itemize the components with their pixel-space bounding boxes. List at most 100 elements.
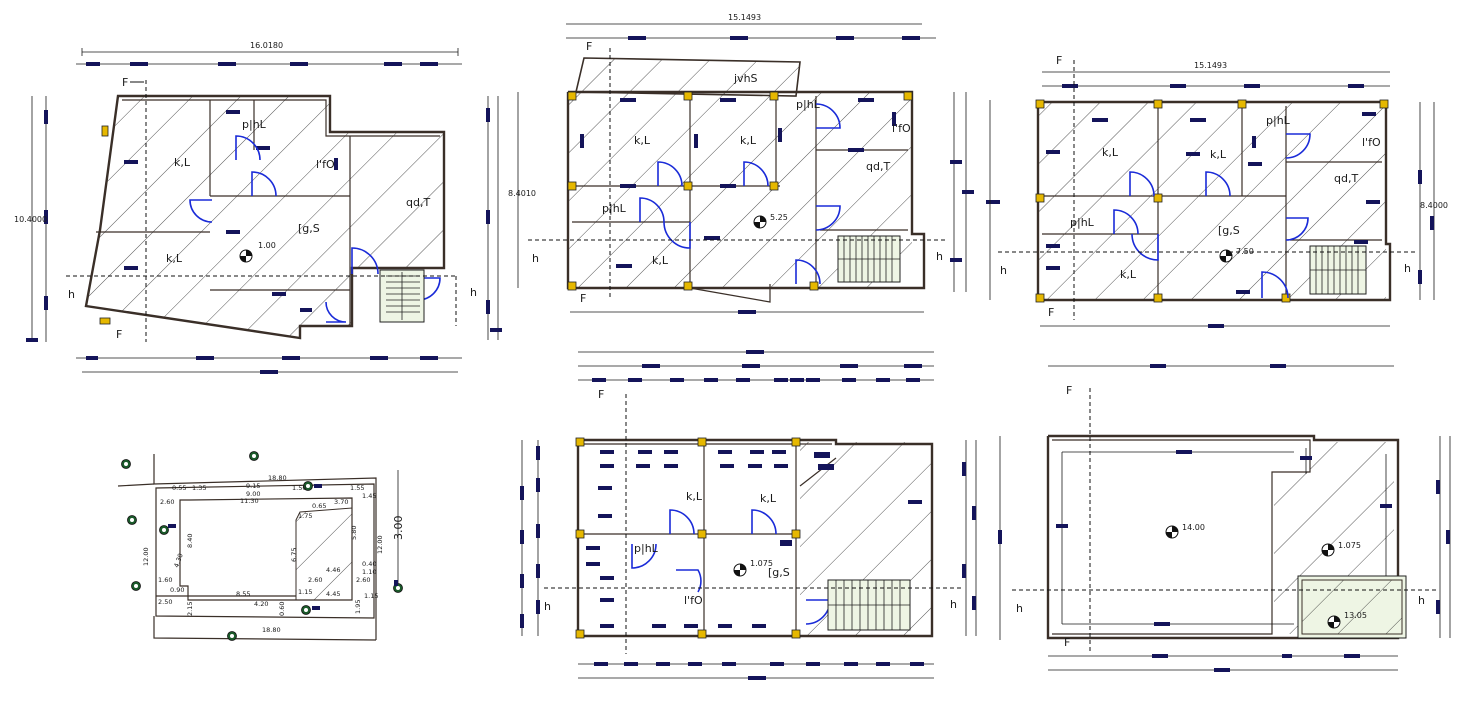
site-dim-23: 0.90	[170, 586, 184, 594]
first-section-h-right: h	[936, 250, 943, 263]
third-section-h-right: h	[950, 598, 957, 611]
terrace-section-f-bottom: F	[1064, 636, 1070, 649]
first-room-3: p|hL	[796, 98, 821, 111]
third-section-h-left: h	[544, 600, 551, 613]
first-room-balcony: jvhS	[733, 72, 758, 85]
third-room-1: k,L	[686, 490, 703, 503]
site-dim-15: 5.80	[350, 526, 358, 540]
site-dim-7: 1.55	[350, 484, 364, 492]
ground-floor-plan: 16.0180 10.4000	[14, 41, 502, 374]
third-level: 1.075	[750, 559, 773, 568]
second-width-dim: 15.1493	[1194, 61, 1227, 70]
site-dim-29: 1.95	[354, 600, 362, 614]
third-section-f-top: F	[598, 388, 604, 401]
site-dim-1: 9.15	[246, 482, 260, 490]
first-level: 5.25	[770, 213, 788, 222]
first-room-6: p|hL	[602, 202, 627, 215]
site-dim-35: 18.80	[262, 626, 281, 634]
second-level-marker-icon	[1219, 249, 1233, 263]
site-dim-22: 1.60	[158, 576, 172, 584]
second-level: 7.50	[1236, 247, 1254, 256]
terrace-section-f-top: F	[1066, 384, 1072, 397]
site-dim-9: 3.70	[334, 498, 348, 506]
ground-section-f-bottom: F	[116, 328, 122, 341]
ground-room-2: k,L	[174, 156, 191, 169]
site-tree-icon-4	[249, 451, 259, 461]
ground-section-f-top: F	[122, 76, 128, 89]
site-dim-28: 1.15	[364, 592, 378, 600]
site-dim-30: 2.50	[158, 598, 172, 606]
third-room-2: k,L	[760, 492, 777, 505]
site-dim-19: 0.40	[362, 560, 376, 568]
ground-section-h-left: h	[68, 288, 75, 301]
ground-width-dim: 16.0180	[250, 41, 283, 50]
terrace-level-box-icon	[1327, 615, 1341, 629]
site-dim-0: 18.80	[268, 474, 287, 482]
terrace-section-h-left: h	[1016, 602, 1023, 615]
site-dim-13: 8.40	[186, 534, 194, 548]
site-tree-icon-8	[227, 631, 237, 641]
site-dim-14: 6.75	[290, 548, 298, 562]
ground-level: 1.00	[258, 241, 276, 250]
site-dim-24: 4.46	[326, 566, 340, 574]
second-room-6: p|hL	[1070, 216, 1095, 229]
first-level-marker-icon	[753, 215, 767, 229]
third-room-4: l'fO	[684, 594, 703, 607]
ground-section-h-right: h	[470, 286, 477, 299]
first-room-1: k,L	[634, 134, 651, 147]
site-tree-icon-2	[127, 515, 137, 525]
site-dim-25: 4.45	[326, 590, 340, 598]
site-dim-4: 0.55	[172, 484, 186, 492]
first-width-dim: 15.1493	[728, 13, 761, 22]
site-dim-6: 1.50	[292, 484, 306, 492]
site-side-dim: 3.00	[392, 516, 405, 541]
first-section-h-left: h	[532, 252, 539, 265]
site-tree-icon-6	[159, 525, 169, 535]
third-floor-plan: F h h k,L k,L p|hL l'fO [g,S 1.075	[520, 350, 1002, 680]
site-dim-5: 1.35	[192, 484, 206, 492]
second-room-8: k,L	[1120, 268, 1137, 281]
second-room-1: k,L	[1102, 146, 1119, 159]
site-dim-12: 1.75	[298, 512, 312, 520]
first-floor-plan: 15.1493 jvhS F F h h	[508, 13, 1000, 314]
terrace-level-side-icon	[1321, 543, 1335, 557]
first-room-4: l'fO	[892, 122, 911, 135]
terrace-level-main-icon	[1165, 525, 1179, 539]
site-dim-3: 11.30	[240, 497, 259, 505]
terrace-level-side: 1.075	[1338, 541, 1361, 550]
site-dim-10: 2.60	[160, 498, 174, 506]
second-section-f-bottom: F	[1048, 306, 1054, 319]
terrace-plan: F F h h 14.00 1.075 13.05	[1012, 364, 1451, 672]
site-dim-20: 1.10	[362, 568, 376, 576]
third-room-3: p|hL	[634, 542, 659, 555]
second-room-2: k,L	[1210, 148, 1227, 161]
site-dim-11: 0.65	[312, 502, 326, 510]
site-dim-31: 2.15	[186, 602, 194, 616]
site-tree-icon-1	[121, 459, 131, 469]
ground-room-1: p|hL	[242, 118, 267, 131]
second-height-dim: 8.4000	[1420, 201, 1448, 210]
site-dim-21: 2.60	[356, 576, 370, 584]
site-dim-2: 9.00	[246, 490, 260, 498]
ground-room-4: [g,S	[298, 222, 320, 235]
first-section-f-top: F	[586, 40, 592, 53]
first-room-5: qd,T	[866, 160, 890, 173]
first-height-dim: 8.4010	[508, 189, 536, 198]
site-plan: 3.00 18.80 9.15 9.00 11.30 0.55 1.35 1.5…	[117, 451, 405, 641]
third-level-marker-icon	[733, 563, 747, 577]
second-room-7: [g,S	[1218, 224, 1240, 237]
second-section-f-top: F	[1056, 54, 1062, 67]
site-dim-18: 4.30	[172, 552, 184, 568]
second-floor-plan: 15.1493 F F h h 8.4000 k,L	[998, 54, 1448, 328]
site-tree-icon-7	[301, 605, 311, 615]
terrace-section-h-right: h	[1418, 594, 1425, 607]
ground-height-dim: 10.4000	[14, 215, 47, 224]
second-room-5: qd,T	[1334, 172, 1358, 185]
terrace-level-box: 13.05	[1344, 611, 1367, 620]
third-room-5: [g,S	[768, 566, 790, 579]
ground-room-3: l'fO	[316, 158, 335, 171]
site-dim-26: 1.15	[298, 588, 312, 596]
second-section-h-right: h	[1404, 262, 1411, 275]
site-dim-32: 8.55	[236, 590, 250, 598]
